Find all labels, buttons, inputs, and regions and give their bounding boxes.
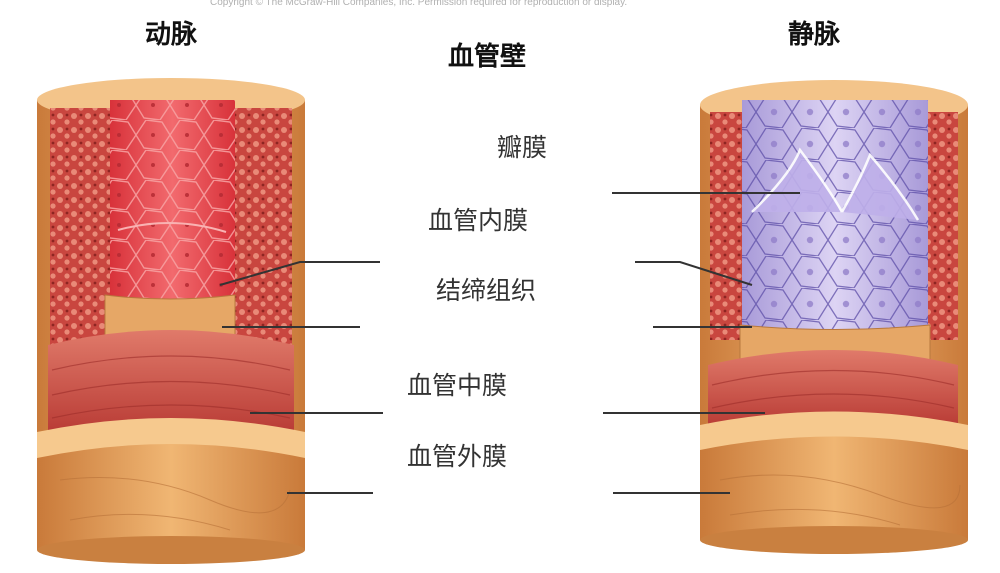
vein-bottom	[700, 526, 968, 554]
leader-intima-artery	[219, 261, 380, 286]
vein-illustration	[700, 80, 968, 554]
leader-intima-vein	[635, 261, 753, 286]
page-title: 血管壁	[448, 42, 527, 72]
leader-lines	[219, 192, 800, 494]
vein-valve-flaps	[751, 147, 920, 221]
artery-intima-edge	[117, 221, 227, 233]
artery-illustration	[37, 78, 305, 564]
vein-heading: 静脉	[788, 20, 841, 50]
artery-adventitia-edge	[37, 418, 305, 458]
label-adventitia: 血管外膜	[407, 442, 508, 471]
label-valve: 瓣膜	[497, 133, 548, 162]
vein-muscle-fibers	[711, 369, 955, 409]
copyright-notice: Copyright © The McGraw-Hill Companies, I…	[210, 0, 628, 8]
label-media: 血管中膜	[407, 371, 508, 400]
artery-endothelium-cells	[110, 100, 235, 300]
label-intima: 血管内膜	[428, 206, 529, 235]
label-connective-tissue: 结缔组织	[436, 276, 537, 305]
vein-adventitia-edge	[700, 411, 968, 450]
vein-media-band	[708, 350, 958, 428]
vein-fiber-lines	[719, 474, 961, 526]
artery-heading: 动脉	[145, 20, 198, 50]
artery-fiber-lines	[59, 477, 291, 531]
artery-bottom	[37, 536, 305, 564]
